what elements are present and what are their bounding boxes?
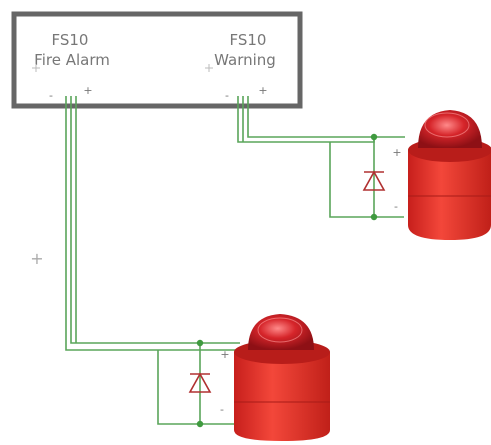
node-fire-top <box>196 339 204 347</box>
beacon-body <box>234 352 330 441</box>
right-output-model: FS10 <box>230 31 267 49</box>
right-terminal-minus: - <box>225 89 229 102</box>
beacon-lens-ring <box>424 112 470 138</box>
beacon-warning: + - <box>392 110 491 240</box>
left-terminal-minus: - <box>49 89 53 102</box>
wire-fire-plus-pair <box>70 96 240 344</box>
anchor-marker <box>32 64 213 72</box>
control-panel: FS10 Fire Alarm FS10 Warning - + - + <box>11 11 303 109</box>
diode-warning <box>362 170 386 191</box>
right-output-name: Warning <box>214 51 276 69</box>
beacon-fire-minus: - <box>220 403 224 416</box>
left-output-name: Fire Alarm <box>34 51 110 69</box>
wire-warning-plus-outer <box>247 96 374 138</box>
wire-fire-minus <box>157 350 240 425</box>
left-terminal-plus: + <box>83 84 92 97</box>
beacon-fire: + - <box>220 314 330 441</box>
beacon-warning-minus: - <box>394 200 398 213</box>
stray-plus-marker: + <box>30 249 43 268</box>
panel-border <box>11 11 303 109</box>
beacon-lens-ring <box>257 317 303 343</box>
left-output-model: FS10 <box>52 31 89 49</box>
wire-fire-plus <box>65 96 240 351</box>
node-fire-bottom <box>196 420 204 428</box>
diode-triangle <box>188 372 212 393</box>
node-warning-top <box>370 133 378 141</box>
wires-fire-circuit <box>65 96 240 425</box>
beacon-fire-plus: + <box>220 348 229 361</box>
node-warning-bottom <box>370 213 378 221</box>
diode-triangle <box>362 170 386 191</box>
beacon-warning-plus: + <box>392 146 401 159</box>
beacon-body <box>408 150 491 240</box>
beacon-lens <box>418 110 482 148</box>
diode-fire <box>188 372 212 393</box>
wires-warning-circuit <box>237 96 405 218</box>
right-terminal-plus: + <box>258 84 267 97</box>
wire-warning-minus <box>329 142 404 218</box>
